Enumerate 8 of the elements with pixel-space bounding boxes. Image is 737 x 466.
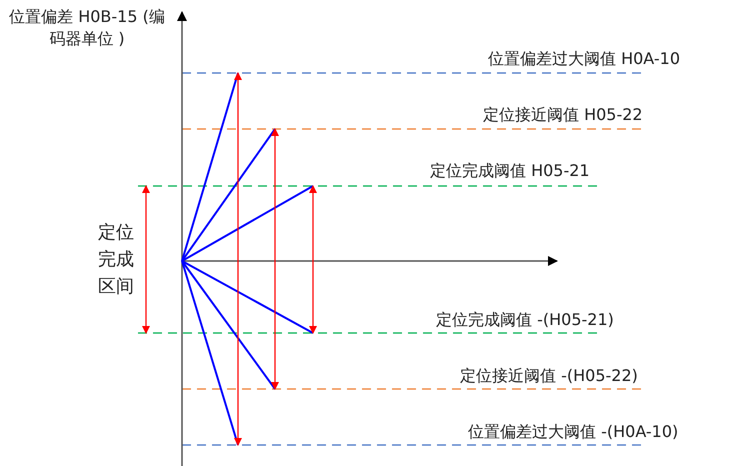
threshold-label: 定位接近阈值 -(H05-22) — [460, 365, 638, 387]
threshold-label: 位置偏差过大阈值 -(H0A-10) — [468, 421, 678, 443]
threshold-label: 定位完成阈值 -(H05-21) — [436, 309, 614, 331]
threshold-label: 定位完成阈值 H05-21 — [430, 160, 590, 182]
axis-label: 位置偏差 H0B-15 (编码器单位 ) — [8, 6, 166, 50]
threshold-label: 定位接近阈值 H05-22 — [483, 104, 643, 126]
threshold-label: 位置偏差过大阈值 H0A-10 — [488, 48, 680, 70]
range-label: 定位完成区间 — [98, 221, 135, 299]
